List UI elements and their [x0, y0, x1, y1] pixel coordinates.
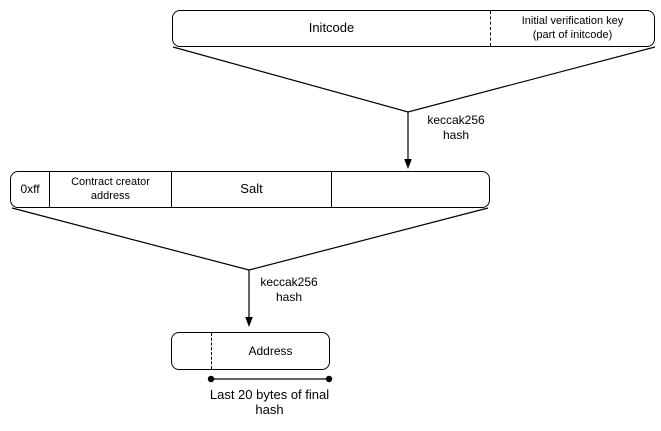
creator-address-segment: Contract creator address: [49, 172, 171, 207]
salt-label: Salt: [240, 181, 263, 197]
prefix-segment: 0xff: [11, 172, 49, 207]
funnel-lines-top: [172, 46, 656, 113]
address-box: Address: [171, 332, 330, 370]
hash-arrow-2-head: [245, 317, 253, 327]
address-discarded-segment: [172, 333, 211, 369]
initcode-box: Initcode Initial verification key (part …: [172, 10, 655, 47]
preimage-box: 0xff Contract creator address Salt: [10, 171, 490, 208]
empty-segment: [331, 172, 489, 207]
hash-step-1-label: keccak256 hash: [427, 113, 485, 142]
prefix-label: 0xff: [20, 182, 40, 196]
initcode-segment: Initcode: [173, 11, 490, 46]
address-segment: Address: [211, 333, 329, 369]
initcode-label: Initcode: [308, 20, 355, 36]
measurement-endpoint-right: [325, 375, 333, 383]
funnel-lines-middle: [11, 207, 489, 271]
hash-arrow-1-head: [404, 159, 412, 169]
hash-step-2-label: keccak256 hash: [260, 275, 318, 304]
address-label: Address: [248, 343, 293, 358]
verification-key-segment: Initial verification key (part of initco…: [490, 11, 654, 46]
measurement-endpoint-left: [207, 375, 215, 383]
salt-segment: Salt: [171, 172, 331, 207]
bytes-annotation-label: Last 20 bytes of final hash: [209, 387, 330, 417]
verification-key-label: Initial verification key (part of initco…: [521, 14, 624, 41]
creator-address-label: Contract creator address: [71, 175, 150, 202]
